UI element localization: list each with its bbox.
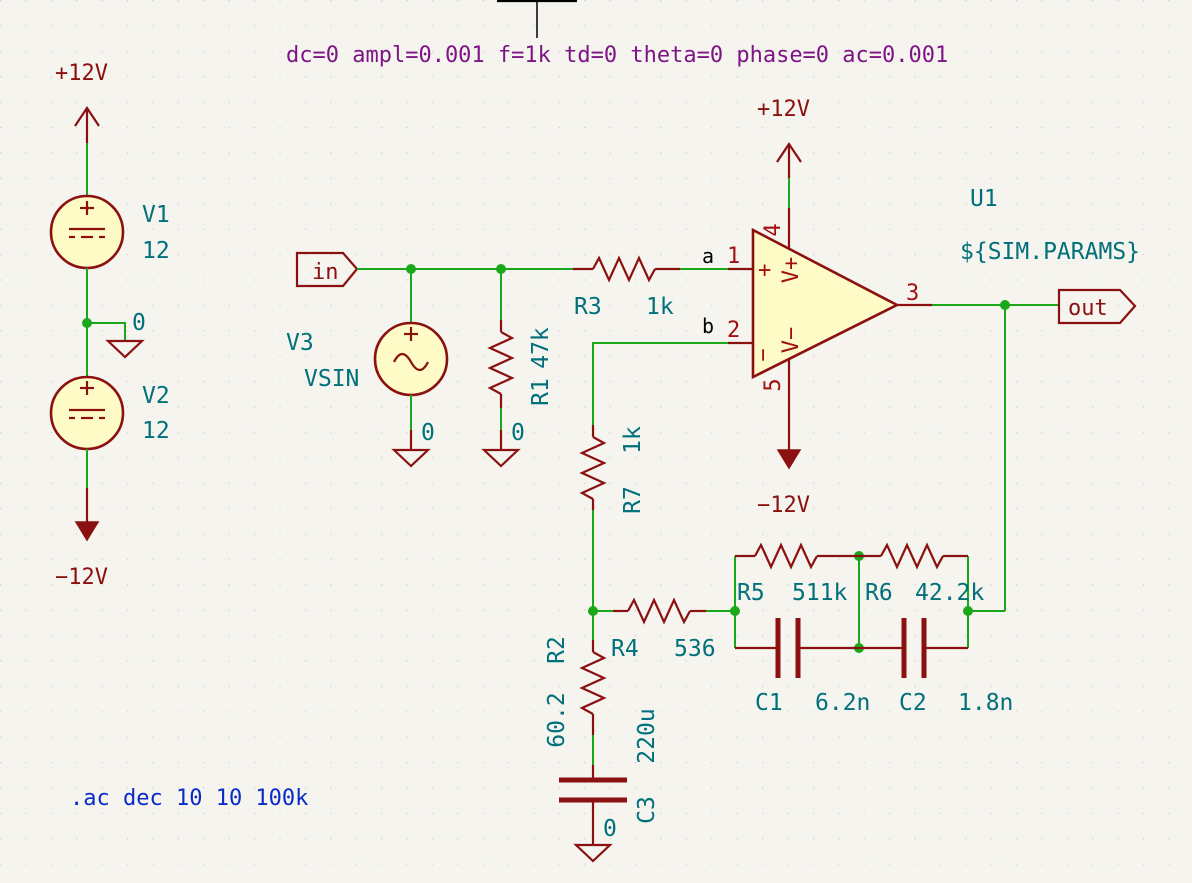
opamp-pin-3: 3 [906, 281, 919, 306]
r3-ref: R3 [574, 294, 602, 320]
r5-value: 511k [792, 580, 848, 606]
top-fragment [497, 0, 577, 38]
v3-sine-source[interactable] [373, 321, 449, 397]
opamp-pin-1: 1 [727, 244, 740, 269]
ground-icon [391, 448, 431, 468]
opamp-plus-mark: + [758, 258, 771, 283]
v2-ref: V2 [142, 383, 170, 409]
r2-value: 60.2 [544, 692, 570, 747]
junction-dot [730, 606, 740, 616]
r5-resistor[interactable] [735, 542, 859, 570]
power-arrow-down-icon [74, 521, 100, 542]
r1-ground-label: 0 [511, 420, 525, 446]
r4-ref: R4 [611, 636, 639, 662]
v2-symbol[interactable] [49, 375, 125, 451]
r2-resistor[interactable] [579, 640, 607, 735]
opamp-vplus-text: V+ [779, 257, 804, 284]
opamp-u1[interactable] [728, 208, 932, 414]
opamp-value: ${SIM.PARAMS} [960, 239, 1140, 265]
power-arrow-up-icon [74, 106, 100, 143]
v3-ref: V3 [286, 330, 314, 356]
r6-value: 42.2k [915, 580, 984, 606]
opamp-pin-4: 4 [761, 223, 786, 236]
c2-capacitor[interactable] [859, 618, 968, 678]
top-rail-label: +12V [55, 61, 108, 86]
junction-dot [963, 606, 973, 616]
r7-ref: R7 [620, 486, 646, 514]
r6-resistor[interactable] [859, 542, 968, 570]
power-arrow-up-icon [776, 142, 802, 178]
opamp-vminus-rail: −12V [757, 493, 810, 518]
v3-ground-label: 0 [421, 420, 435, 446]
c1-ref: C1 [755, 690, 783, 716]
out-label[interactable]: out [1057, 288, 1137, 325]
opamp-vminus-text: V− [779, 327, 804, 354]
r1-ref: R1 [528, 378, 554, 406]
r3-resistor[interactable] [573, 255, 680, 283]
c3-ground-label: 0 [603, 816, 617, 842]
v3-value: VSIN [304, 366, 359, 392]
v1-ref: V1 [142, 202, 170, 228]
sim-command-text: .ac dec 10 10 100k [70, 786, 308, 811]
in-label[interactable]: in [295, 251, 359, 288]
net-label-a: a [702, 244, 714, 268]
c3-capacitor[interactable] [559, 765, 627, 845]
r4-resistor[interactable] [613, 597, 706, 625]
in-label-text: in [312, 260, 339, 285]
out-label-text: out [1068, 296, 1108, 321]
opamp-vplus-rail: +12V [757, 97, 810, 122]
c2-value: 1.8n [958, 690, 1013, 716]
supply-ground-label: 0 [132, 310, 146, 336]
opamp-pin-2: 2 [727, 318, 740, 343]
r5-ref: R5 [737, 580, 765, 606]
c1-value: 6.2n [815, 690, 870, 716]
r3-value: 1k [646, 294, 674, 320]
bottom-rail-label: −12V [55, 565, 108, 590]
r6-ref: R6 [865, 580, 893, 606]
r2-ref: R2 [544, 636, 570, 664]
c1-capacitor[interactable] [735, 618, 859, 678]
opamp-pin-5: 5 [761, 378, 786, 391]
opamp-minus-mark: − [751, 348, 776, 361]
r1-value: 47k [528, 327, 554, 369]
sim-params-text: dc=0 ampl=0.001 f=1k td=0 theta=0 phase=… [286, 43, 948, 68]
power-arrow-down-icon [776, 449, 802, 470]
net-label-b: b [702, 314, 714, 338]
r1-resistor[interactable] [487, 320, 515, 408]
ground-icon [573, 843, 613, 863]
r4-value: 536 [674, 636, 716, 662]
r7-resistor[interactable] [579, 425, 607, 510]
c3-ref: C3 [634, 796, 660, 824]
c3-value: 220u [634, 708, 660, 763]
v1-value: 12 [142, 238, 170, 264]
r7-value: 1k [620, 426, 646, 454]
opamp-ref: U1 [970, 186, 998, 212]
v1-symbol[interactable] [49, 194, 125, 270]
c2-ref: C2 [899, 690, 927, 716]
v2-value: 12 [142, 418, 170, 444]
ground-icon [481, 448, 521, 468]
ground-icon [105, 339, 145, 359]
supply-block[interactable]: +12V V1 12 0 [49, 61, 170, 590]
